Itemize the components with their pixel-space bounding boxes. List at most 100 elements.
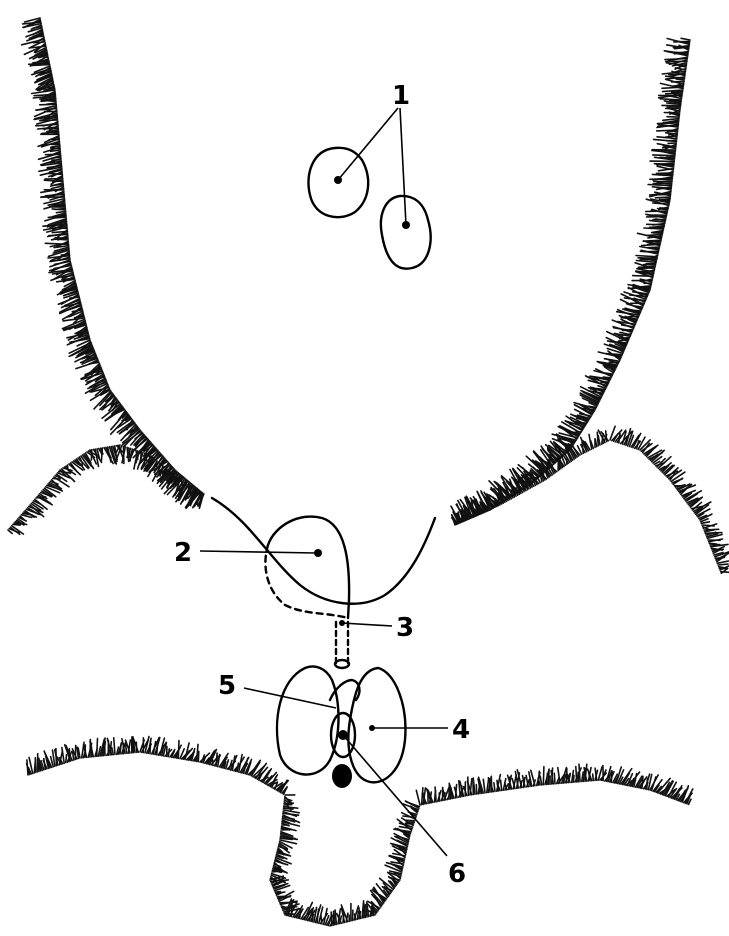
hatch-stroke (40, 104, 57, 105)
hatch-stroke (54, 217, 66, 218)
hatch-stroke (647, 779, 648, 790)
hatch-stroke (178, 741, 179, 759)
hatch-stroke (709, 543, 716, 544)
hatch-stroke (593, 774, 594, 781)
hatch-stroke (66, 755, 67, 763)
hatch-stroke (516, 488, 517, 495)
hatch-stroke (658, 179, 672, 180)
hatch-stroke (619, 433, 620, 443)
hatch-stroke (648, 185, 672, 186)
structure-3-duct (336, 622, 348, 664)
hatch-stroke (32, 65, 50, 66)
structure-4-left-lobe (277, 667, 338, 775)
leader-3 (342, 623, 392, 626)
hatch-stroke (656, 173, 673, 174)
hatch-stroke (644, 228, 664, 229)
hatch-stroke (435, 787, 436, 802)
hatch-stroke (636, 256, 657, 257)
hatch-stroke (52, 184, 63, 185)
hatch-stroke (547, 773, 548, 784)
hatch-stroke (61, 254, 69, 255)
hatch-stroke (45, 179, 63, 180)
leader-2 (200, 551, 316, 553)
hatch-stroke (543, 767, 544, 785)
hatch-stroke (150, 741, 151, 754)
hatch-stroke (655, 197, 670, 198)
hatch-stroke (611, 771, 612, 782)
hatch-stroke (579, 764, 580, 782)
hatch-stroke (51, 139, 59, 140)
structure-6-lower-node (332, 764, 352, 788)
label-3: 3 (396, 613, 414, 643)
hatch-stroke (526, 775, 528, 786)
hatch-stroke (657, 123, 678, 124)
hatch-stroke (33, 42, 45, 43)
hatch-stroke (642, 776, 643, 788)
hatch-stroke (49, 234, 68, 235)
hatch-stroke (48, 174, 62, 175)
hatch-stroke (35, 758, 36, 773)
hatch-stroke (216, 753, 217, 766)
curved-sweep-line (212, 498, 435, 604)
structure-4-right-lobe (348, 668, 405, 782)
hatch-stroke (237, 763, 238, 771)
label-1: 1 (392, 81, 410, 111)
structure-2-dashed-part (265, 545, 348, 618)
hatch-stroke (93, 372, 102, 373)
hatch-stroke (676, 68, 686, 70)
hatch-stroke (676, 79, 684, 80)
hatch-stroke (177, 752, 178, 759)
hatch-stroke (40, 120, 58, 121)
hatch-stroke (62, 748, 64, 764)
hatch-stroke (501, 780, 502, 790)
label-5: 5 (218, 671, 236, 701)
hatch-stroke (54, 239, 68, 240)
lower-body-contour (27, 737, 693, 927)
hatch-stroke (405, 820, 415, 821)
hatch-stroke (120, 743, 121, 754)
hatch-stroke (717, 561, 728, 563)
hatch-stroke (357, 912, 358, 920)
hatch-stroke (52, 209, 65, 210)
hatch-stroke (46, 194, 64, 196)
hatch-stroke (653, 155, 675, 156)
hatch-stroke (665, 59, 687, 60)
hatch-stroke (8, 530, 12, 534)
hatch-stroke (701, 522, 709, 524)
hatch-stroke (312, 916, 313, 922)
hatch-stroke (668, 143, 676, 144)
hatch-stroke (300, 912, 301, 919)
hatch-stroke (621, 300, 642, 310)
hatch-stroke (45, 243, 68, 244)
leader-5 (244, 688, 336, 708)
hatch-stroke (483, 779, 485, 793)
hatch-stroke (317, 909, 318, 923)
label-2: 2 (174, 538, 192, 568)
structure-3-duct-end (335, 660, 349, 668)
hatch-stroke (36, 124, 58, 126)
hatch-stroke (114, 738, 115, 755)
hatch-stroke (672, 91, 683, 92)
hatch-stroke (548, 769, 549, 784)
hatch-stroke (101, 448, 102, 461)
left-shoulder-neck-contour (22, 18, 204, 508)
hatch-stroke (647, 224, 665, 225)
hatch-stroke (718, 564, 728, 565)
hatch-stroke (573, 775, 574, 782)
hatch-stroke (606, 431, 607, 442)
hatch-stroke (416, 790, 420, 805)
label-6: 6 (448, 859, 466, 889)
hatch-stroke (272, 871, 280, 872)
label-4: 4 (452, 715, 470, 745)
hatch-stroke (157, 744, 158, 755)
hatch-stroke (657, 137, 677, 139)
hatch-stroke (519, 481, 520, 495)
hatch-stroke (321, 915, 322, 924)
hatch-stroke (576, 767, 577, 782)
hatch-stroke (644, 265, 656, 266)
hatch-stroke (681, 38, 690, 40)
hatch-stroke (291, 903, 292, 916)
hatch-stroke (58, 228, 67, 229)
left-collar-contour (8, 445, 203, 534)
